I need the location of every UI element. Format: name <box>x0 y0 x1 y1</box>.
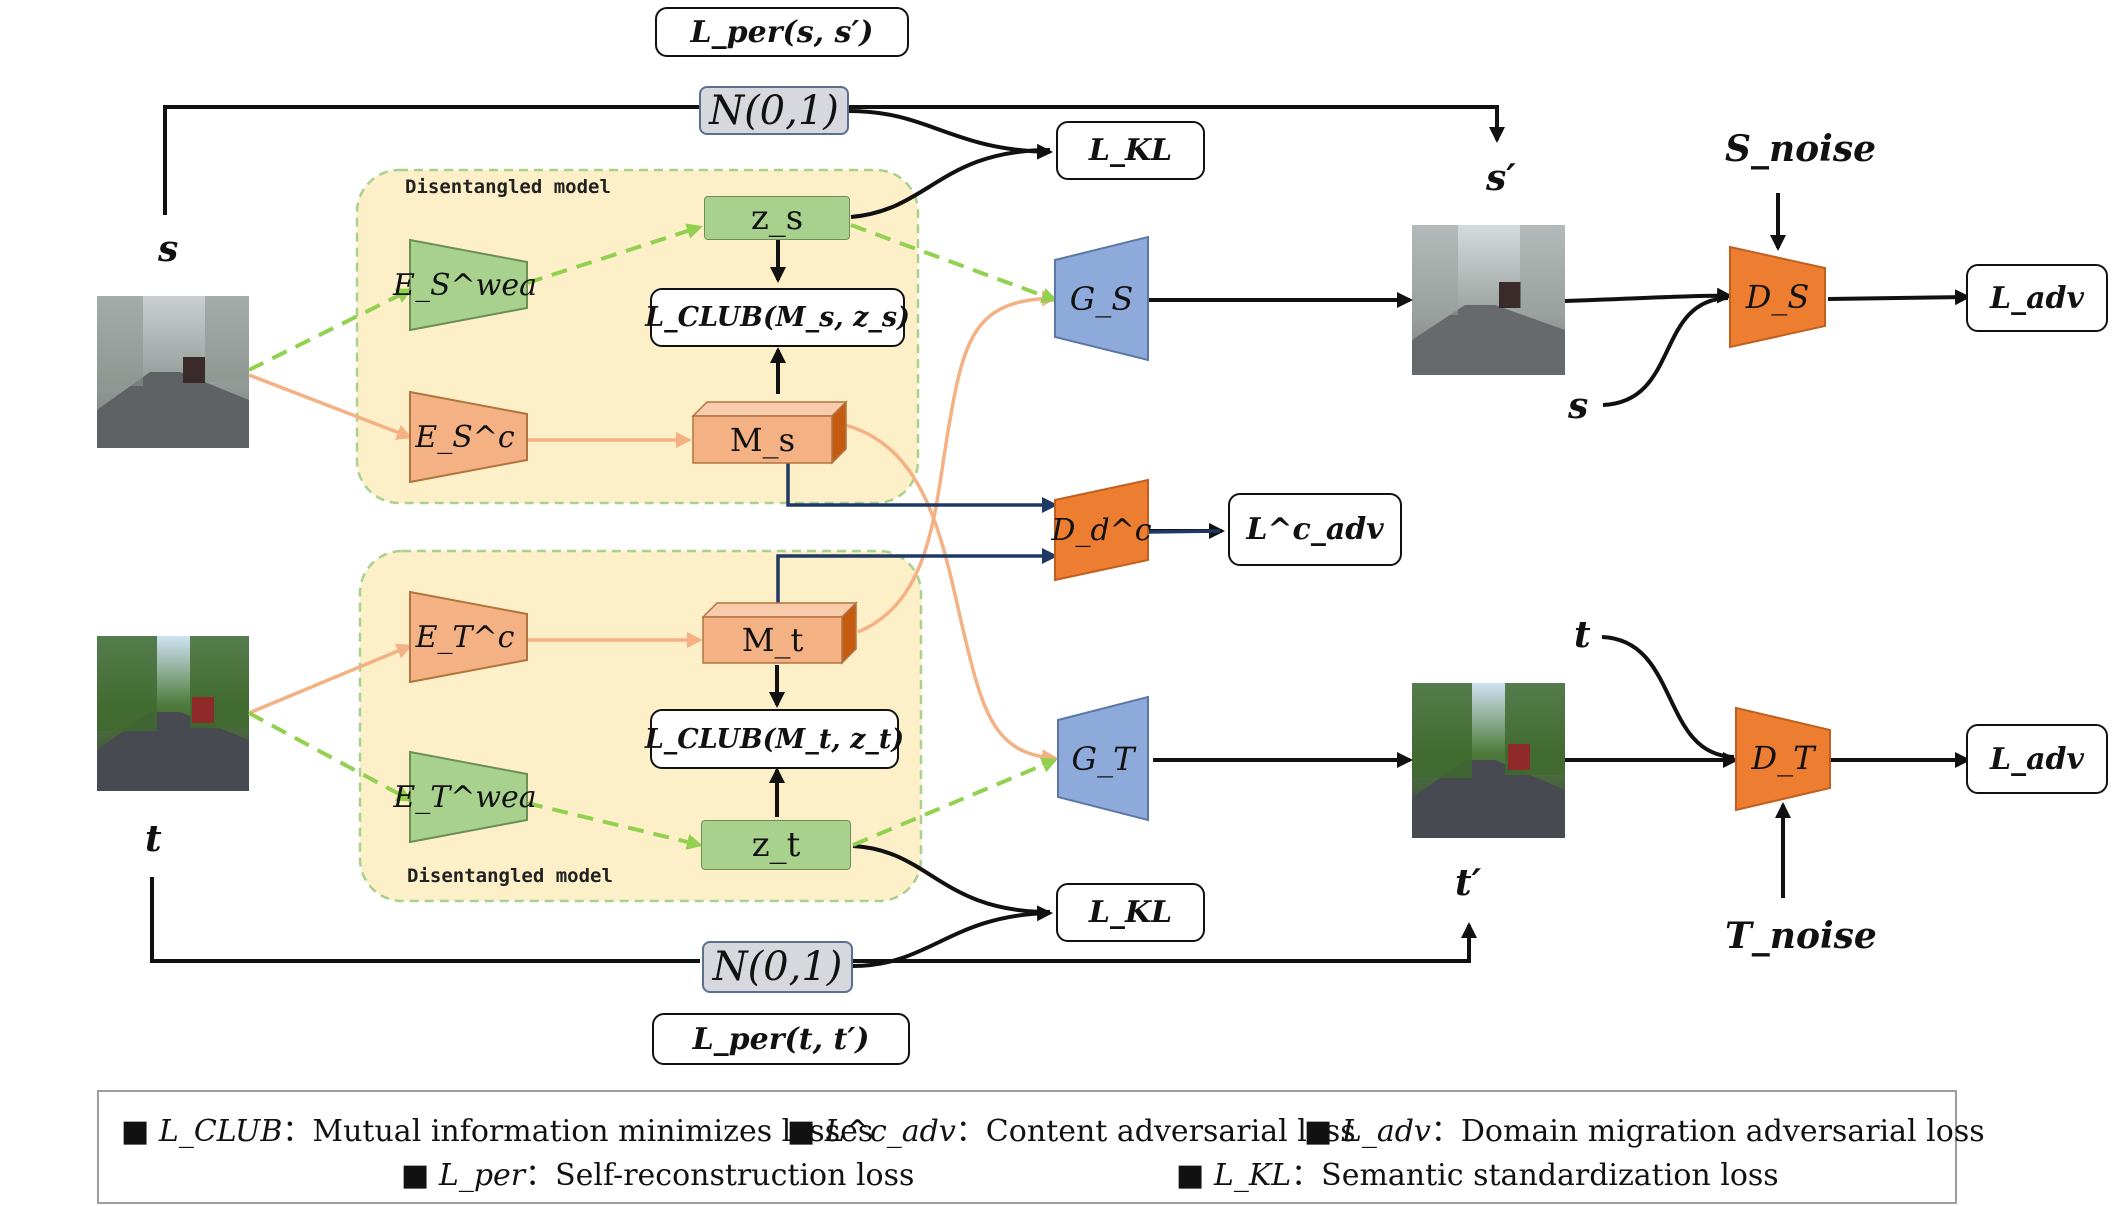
discriminator-target-shape <box>1735 706 1831 812</box>
target-image <box>97 636 249 791</box>
latent-zt: z_t <box>701 820 851 870</box>
var-t-noise: T_noise <box>1725 915 1877 957</box>
disentangled-label-bottom: Disentangled model <box>407 865 613 887</box>
loss-adv-target-text: L_adv <box>1990 741 2084 777</box>
noise-top-text: N(0,1) <box>709 87 839 134</box>
discriminator-content-label: D_d^c <box>1051 512 1152 548</box>
legend-item-club: ■ L_CLUB：Mutual information minimizes lo… <box>121 1114 874 1149</box>
loss-club-target-text: L_CLUB(M_t, z_t) <box>644 723 905 755</box>
discriminator-source-shape <box>1729 245 1826 349</box>
latent-zt-text: z_t <box>751 825 801 865</box>
legend-item-per: ■ L_per：Self-reconstruction loss <box>401 1158 915 1193</box>
legend-item-kl: ■ L_KL：Semantic standardization loss <box>1176 1158 1779 1193</box>
legend-item-adv-content: ■ L^c_adv：Content adversarial loss <box>787 1114 1356 1149</box>
loss-club-target: L_CLUB(M_t, z_t) <box>645 709 904 769</box>
encoder-source-content-label: E_S^c <box>415 419 515 455</box>
encoder-target-content-label: E_T^c <box>415 619 515 655</box>
generator-target-label: G_T <box>1071 740 1135 778</box>
noise-bottom-text: N(0,1) <box>712 944 843 990</box>
var-s: s <box>158 228 179 270</box>
var-s-prime: s′ <box>1486 157 1516 199</box>
var-t-prime: t′ <box>1455 862 1482 904</box>
feature-ms-text: M_s <box>729 420 796 459</box>
loss-per-source-text: L_per(s, s′) <box>690 14 874 50</box>
loss-club-source: L_CLUB(M_s, z_s) <box>645 288 910 347</box>
discriminator-content-shape <box>1054 478 1149 582</box>
loss-adv-target: L_adv <box>1966 724 2108 794</box>
navy-connectors <box>776 462 1221 611</box>
black-connectors <box>150 105 1971 968</box>
loss-adv-source: L_adv <box>1966 264 2108 332</box>
source-image <box>97 296 249 448</box>
var-t-disc: t <box>1574 614 1591 656</box>
latent-zs: z_s <box>704 196 850 240</box>
disentangled-label-top: Disentangled model <box>405 176 611 198</box>
generator-source-label: G_S <box>1069 280 1134 318</box>
generator-source-shape <box>1054 235 1149 362</box>
var-s-disc: s <box>1568 385 1589 427</box>
feature-mt: M_t <box>703 617 842 663</box>
encoder-source-weather-label: E_S^wea <box>393 267 537 303</box>
loss-per-target-text: L_per(t, t′) <box>692 1021 870 1057</box>
var-s-noise: S_noise <box>1725 128 1877 170</box>
encoder-target-content <box>409 590 528 684</box>
discriminator-source-label: D_S <box>1745 278 1810 316</box>
loss-kl-bottom: L_KL <box>1056 883 1205 942</box>
feature-ms: M_s <box>693 416 832 463</box>
legend: ■ L_CLUB：Mutual information minimizes lo… <box>97 1090 1985 1204</box>
feature-mt-shape <box>701 601 858 665</box>
loss-kl-top-text: L_KL <box>1088 133 1173 168</box>
encoder-source-weather <box>409 238 528 332</box>
orange-connectors <box>248 290 1058 766</box>
noise-box-bottom: N(0,1) <box>702 941 853 993</box>
encoder-target-weather-label: E_T^wea <box>393 779 537 815</box>
loss-adv-source-text: L_adv <box>1990 280 2084 316</box>
loss-adv-content: L^c_adv <box>1228 493 1402 566</box>
loss-per-target: L_per(t, t′) <box>652 1013 910 1065</box>
legend-item-adv: ■ L_adv：Domain migration adversarial los… <box>1304 1114 1985 1149</box>
generated-source-image <box>1412 225 1565 375</box>
latent-zs-text: z_s <box>750 198 804 238</box>
discriminator-target-label: D_T <box>1751 739 1815 777</box>
noise-box-top: N(0,1) <box>699 86 849 135</box>
loss-kl-top: L_KL <box>1056 121 1205 180</box>
encoder-target-weather <box>409 750 528 844</box>
loss-club-source-text: L_CLUB(M_s, z_s) <box>645 302 910 333</box>
encoder-source-content <box>409 390 528 484</box>
var-t: t <box>145 818 162 860</box>
feature-ms-shape <box>691 400 848 465</box>
generator-target-shape <box>1057 695 1149 822</box>
generated-target-image <box>1412 683 1565 838</box>
loss-per-source: L_per(s, s′) <box>655 7 909 57</box>
green-connectors <box>248 223 1058 850</box>
feature-mt-text: M_t <box>741 621 804 659</box>
loss-kl-bottom-text: L_KL <box>1088 895 1173 930</box>
loss-adv-content-text: L^c_adv <box>1246 512 1384 547</box>
